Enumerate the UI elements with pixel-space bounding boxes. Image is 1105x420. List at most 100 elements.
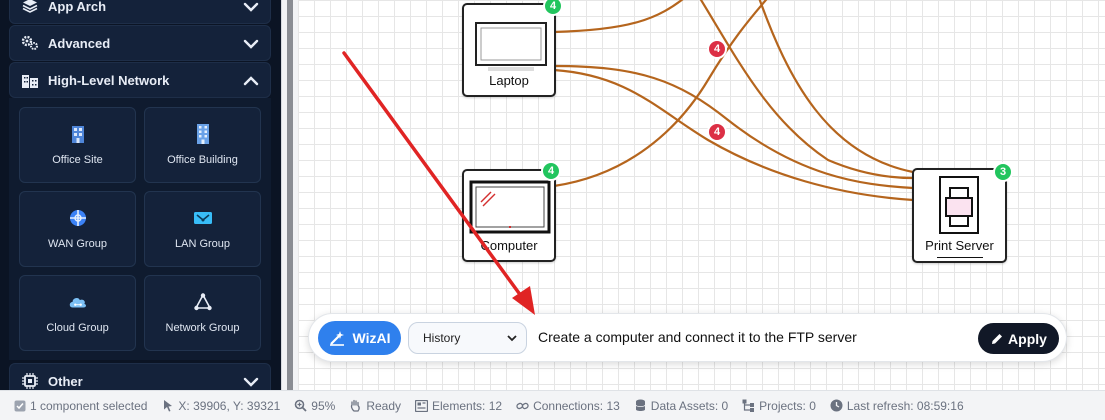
status-elements: Elements: 12	[415, 399, 502, 413]
badge-count: 4	[713, 126, 721, 138]
print-server-icon	[939, 176, 979, 234]
triangle-network-icon	[193, 292, 213, 312]
status-bar: 1 component selected X: 39906, Y: 39321 …	[0, 390, 1105, 420]
link-icon	[516, 399, 529, 412]
chevron-down-icon[interactable]	[242, 35, 260, 53]
gears-icon	[21, 34, 39, 52]
tile-label: LAN Group	[174, 238, 231, 250]
node-print-server[interactable]: Print Server	[912, 168, 1007, 263]
cloud-icon	[68, 292, 88, 312]
connection-wire[interactable]	[553, 0, 688, 34]
badge-count: 4	[713, 43, 721, 55]
connection-count-badge: 4	[707, 122, 727, 142]
tile-network-group[interactable]: Network Group	[144, 275, 261, 351]
node-status-badge: 4	[543, 0, 563, 16]
status-zoom: 95%	[294, 399, 335, 413]
node-underline	[937, 257, 983, 258]
tile-office-building[interactable]: Office Building	[144, 107, 261, 183]
status-data-assets: Data Assets: 0	[634, 399, 728, 413]
status-text: Elements: 12	[432, 398, 503, 413]
chevron-down-icon	[507, 335, 517, 342]
status-text: Last refresh: 08:59:16	[846, 398, 964, 413]
connections-layer	[553, 0, 914, 202]
tile-label: Office Building	[167, 154, 238, 166]
elements-icon	[415, 399, 429, 412]
section-label: Other	[48, 373, 83, 389]
wizai-prompt-bar: WizAI History Create a computer and conn…	[308, 313, 1067, 362]
node-label: Laptop	[489, 73, 529, 88]
tile-label: Cloud Group	[46, 322, 109, 334]
status-text: Connections: 13	[533, 398, 620, 413]
pencil-icon	[990, 332, 1004, 346]
network-icon	[193, 208, 213, 228]
section-app-arch[interactable]: App Arch	[9, 0, 271, 24]
tile-label: Network Group	[165, 322, 240, 334]
clock-icon	[830, 399, 843, 412]
high-level-network-palette: Office Site Office Building WAN Group LA…	[9, 98, 271, 360]
section-other[interactable]: Other	[9, 363, 271, 390]
hand-icon	[349, 399, 362, 412]
connection-count-badge: 4	[707, 39, 727, 59]
status-text: Ready	[366, 398, 402, 413]
database-icon	[634, 399, 647, 412]
sidebar: App Arch Advanced High-Level Network Off…	[0, 0, 281, 390]
connection-wire[interactable]	[698, 0, 914, 180]
status-last-refresh: Last refresh: 08:59:16	[830, 399, 964, 413]
connection-wire[interactable]	[758, 0, 914, 174]
globe-icon	[68, 208, 88, 228]
node-label: Computer	[480, 238, 538, 253]
status-text: Projects: 0	[759, 398, 816, 413]
badge-count: 4	[549, 0, 557, 12]
connection-wire[interactable]	[553, 64, 914, 190]
node-label: Print Server	[925, 238, 994, 253]
section-label: Advanced	[48, 35, 111, 51]
node-status-badge: 4	[541, 161, 561, 181]
zoom-icon	[294, 399, 307, 412]
chevron-down-icon[interactable]	[242, 0, 260, 16]
apply-button[interactable]: Apply	[978, 323, 1059, 354]
apply-label: Apply	[1008, 330, 1047, 347]
node-laptop[interactable]: Laptop	[462, 3, 556, 97]
cursor-icon	[161, 399, 174, 412]
chevron-up-icon[interactable]	[242, 72, 260, 90]
badge-count: 4	[547, 165, 555, 177]
history-label: History	[423, 331, 461, 345]
wizai-button[interactable]: WizAI	[318, 321, 401, 355]
status-selected: 1 component selected	[13, 399, 147, 413]
wizai-label: WizAI	[352, 330, 391, 346]
node-status-badge: 3	[993, 162, 1013, 182]
prompt-input[interactable]: Create a computer and connect it to the …	[538, 329, 857, 345]
tile-wan-group[interactable]: WAN Group	[19, 191, 136, 267]
status-text: Data Assets: 0	[650, 398, 729, 413]
status-connections: Connections: 13	[516, 399, 620, 413]
history-dropdown[interactable]: History	[408, 322, 527, 354]
status-text: 95%	[311, 398, 336, 413]
status-coords: X: 39906, Y: 39321	[161, 399, 280, 413]
chip-icon	[21, 372, 39, 390]
checkbox-icon	[13, 399, 26, 412]
section-high-level-network[interactable]: High-Level Network	[9, 62, 271, 98]
city-icon	[21, 71, 39, 89]
status-text: X: 39906, Y: 39321	[178, 398, 281, 413]
status-text: 1 component selected	[30, 398, 148, 413]
chevron-down-icon[interactable]	[242, 373, 260, 390]
tile-lan-group[interactable]: LAN Group	[144, 191, 261, 267]
building-icon	[68, 124, 88, 144]
section-advanced[interactable]: Advanced	[9, 25, 271, 61]
laptop-icon	[475, 22, 547, 71]
building-icon	[193, 124, 213, 144]
connection-wire[interactable]	[553, 0, 770, 188]
tile-label: Office Site	[52, 154, 103, 166]
section-label: High-Level Network	[48, 72, 170, 88]
sidebar-resize-handle[interactable]	[281, 0, 298, 390]
project-tree-icon	[742, 399, 755, 412]
tile-office-site[interactable]: Office Site	[19, 107, 136, 183]
connection-wire[interactable]	[553, 68, 914, 202]
badge-count: 3	[999, 166, 1007, 178]
status-projects: Projects: 0	[742, 399, 816, 413]
tile-cloud-group[interactable]: Cloud Group	[19, 275, 136, 351]
tile-label: WAN Group	[48, 238, 107, 250]
node-computer[interactable]: Computer	[462, 169, 556, 262]
layers-icon	[21, 0, 39, 15]
